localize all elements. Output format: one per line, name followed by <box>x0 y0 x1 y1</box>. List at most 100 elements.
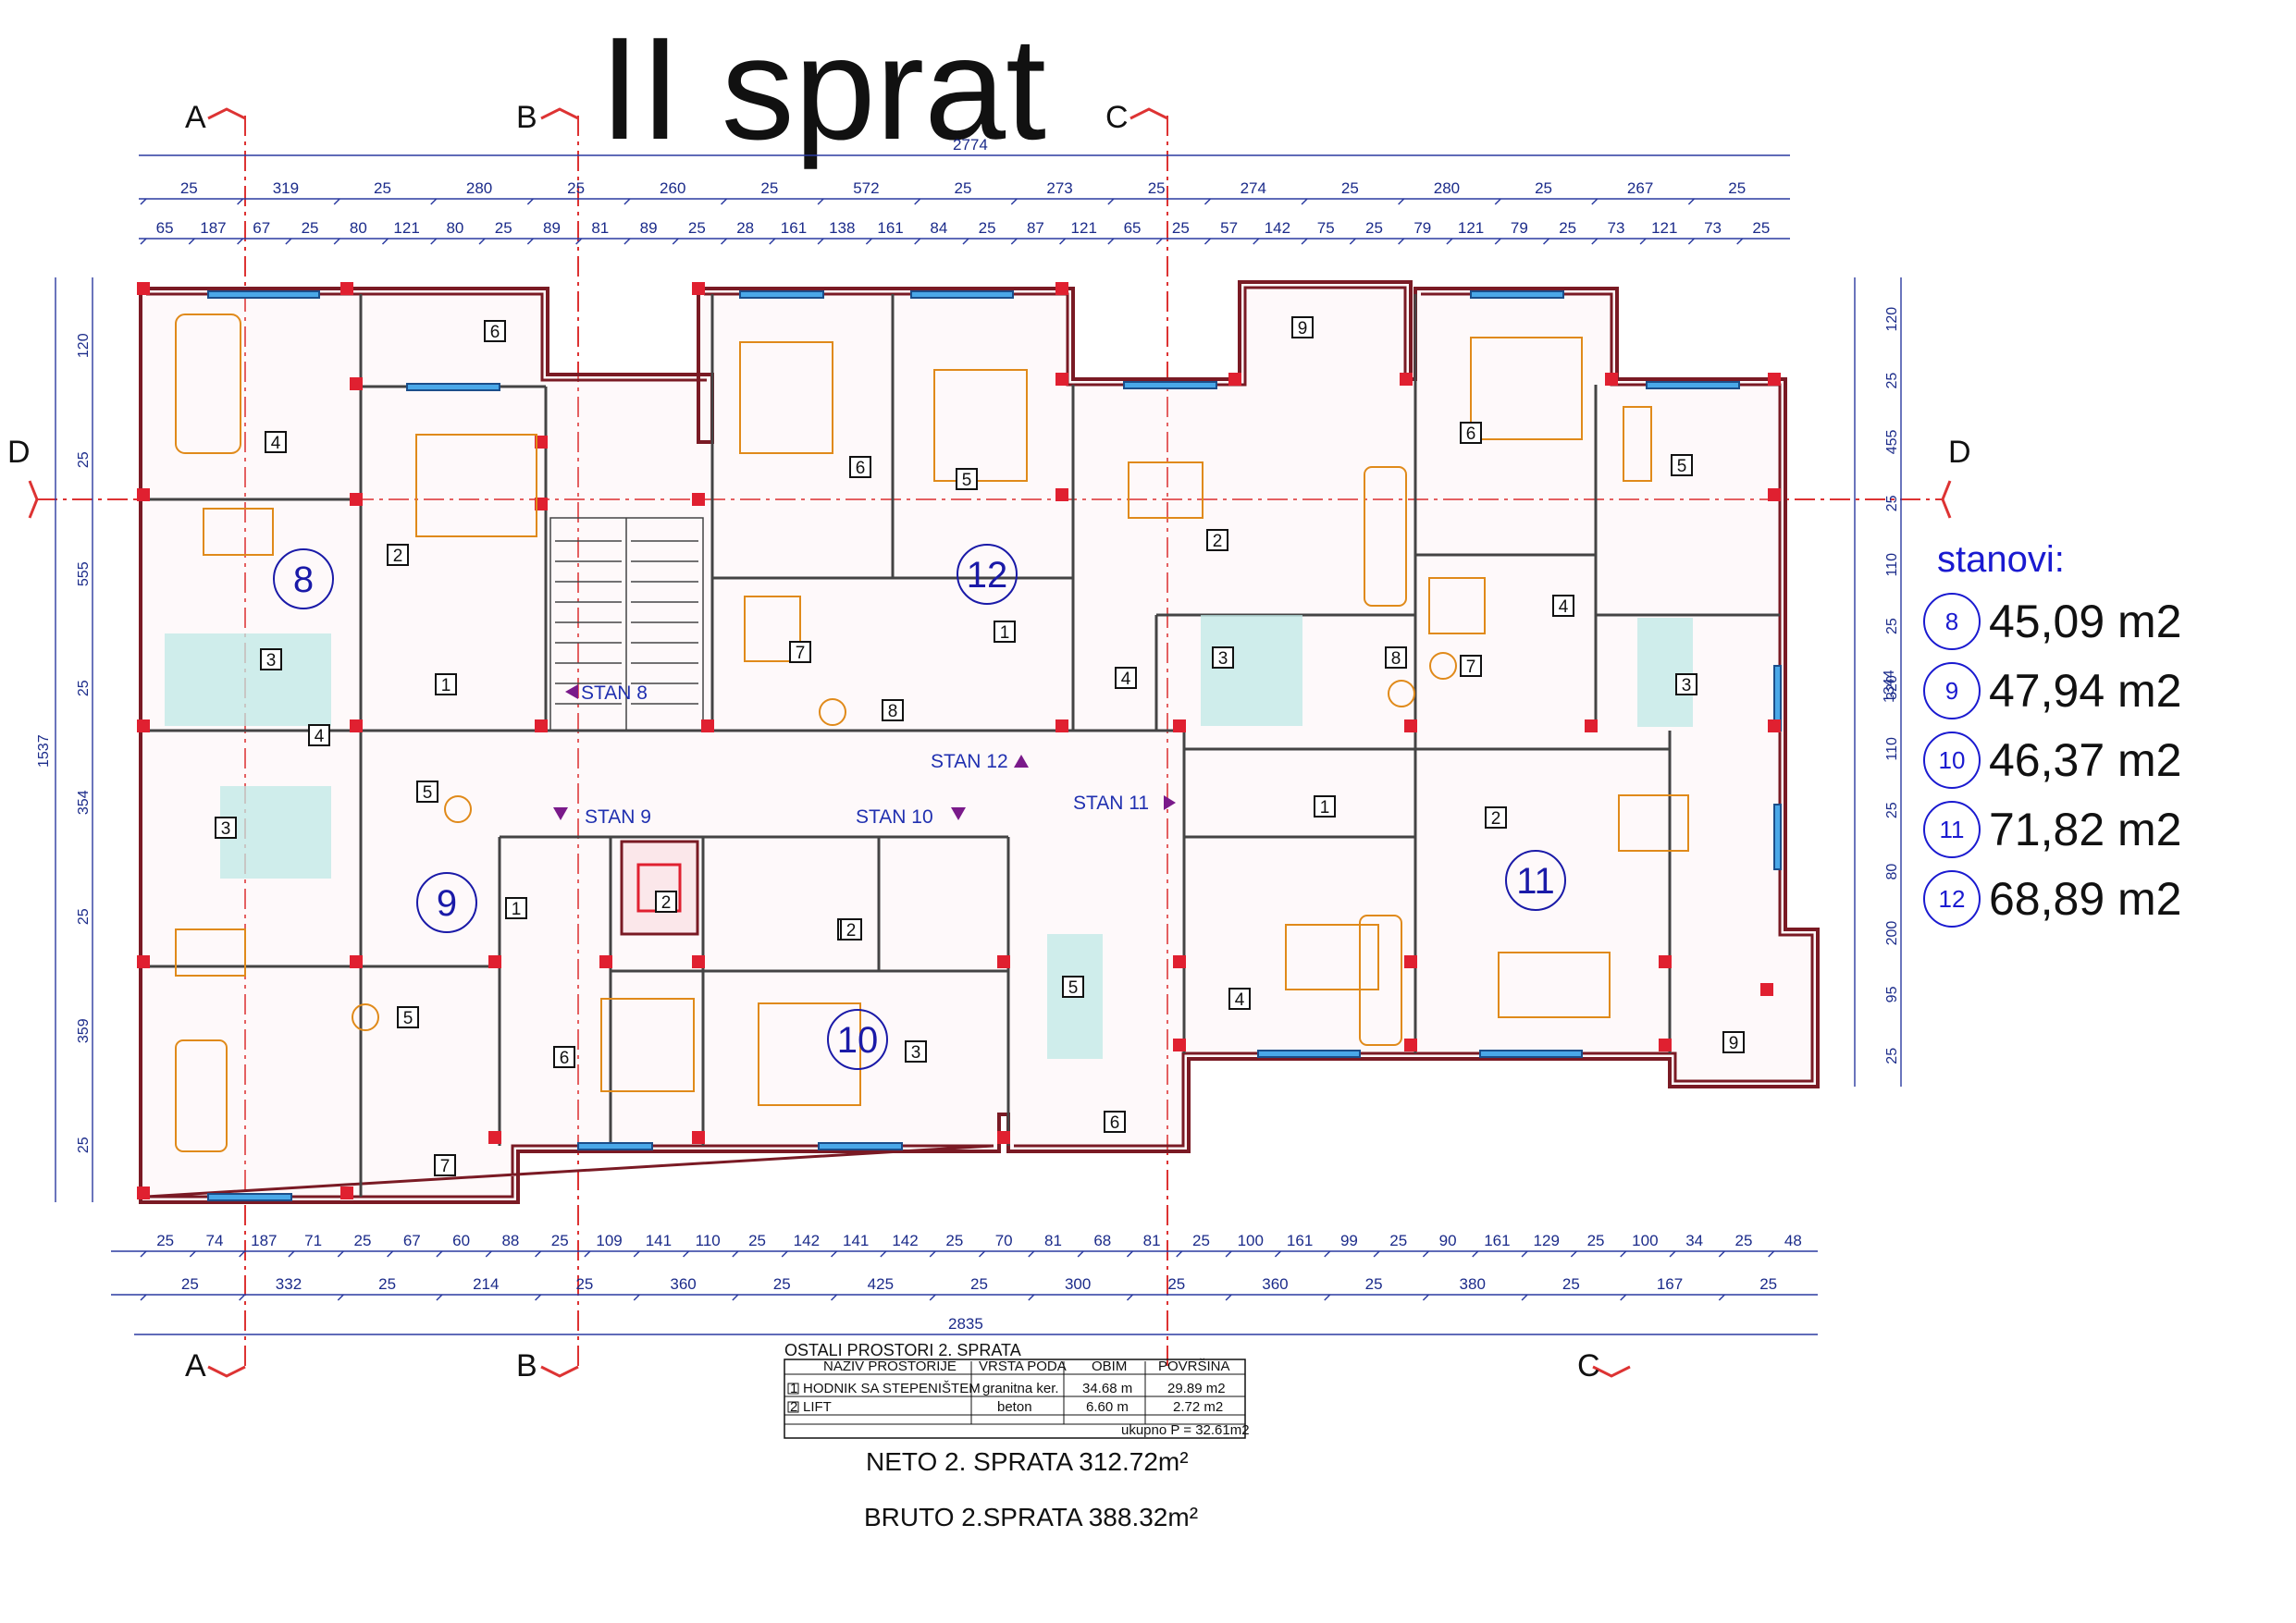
section-label-b-bottom: B <box>516 1348 537 1383</box>
dimension-tick <box>672 238 679 245</box>
column <box>488 1131 501 1144</box>
dimension-value: 79 <box>1413 219 1431 237</box>
table-header-perimeter: OBIM <box>1092 1359 1127 1374</box>
legend-apartment-area: 46,37 m2 <box>1989 734 2181 786</box>
room-number-box <box>265 431 287 453</box>
dimension-value: 99 <box>1340 1232 1358 1249</box>
table-row-1-area: 29.89 m2 <box>1167 1381 1226 1396</box>
room-number: 2 <box>846 921 857 941</box>
dimension-tick <box>830 1294 838 1301</box>
structural-columns <box>137 282 1781 1199</box>
dimension-value: 25 <box>302 219 319 237</box>
room-number-box <box>1671 454 1693 476</box>
dimension-value: 25 <box>1389 1232 1407 1249</box>
dimension-value: 71 <box>304 1232 322 1249</box>
dimension-value: 121 <box>1071 219 1097 237</box>
dimension-value: 84 <box>930 219 947 237</box>
dimension-value: 100 <box>1632 1232 1658 1249</box>
dimension-tick <box>962 238 969 245</box>
room-number: 8 <box>1391 649 1401 669</box>
table-row-1-perimeter: 34.68 m <box>1082 1381 1132 1396</box>
dimension-value: 70 <box>995 1232 1013 1249</box>
dimension-value: 360 <box>1262 1275 1288 1293</box>
column <box>1760 983 1773 996</box>
dimension-tick <box>1542 238 1550 245</box>
dimension-tick <box>188 238 195 245</box>
room-number: 5 <box>1068 978 1079 998</box>
dimension-tick <box>485 1250 492 1258</box>
dimension-tick <box>387 1250 394 1258</box>
room-number-box <box>1212 646 1234 669</box>
section-label-c-bottom: C <box>1577 1348 1600 1383</box>
room-number-box <box>1104 1111 1126 1133</box>
room-number-box <box>789 641 811 663</box>
room-number: 3 <box>266 651 277 670</box>
dimension-value: 73 <box>1608 219 1625 237</box>
apartment-number-8: 8 <box>293 559 314 600</box>
dimension-tick <box>1373 1250 1380 1258</box>
column <box>350 955 363 968</box>
entrance-label-stan-12: STAN 12 <box>931 751 1008 772</box>
room-number: 7 <box>440 1157 451 1176</box>
column <box>137 719 150 732</box>
room-number-box <box>1675 673 1697 695</box>
dimension-tick <box>1591 238 1599 245</box>
dimension-tick <box>337 1294 344 1301</box>
dimension-value: 25 <box>76 451 92 468</box>
column <box>1400 373 1413 386</box>
dimension-tick <box>1126 1250 1134 1258</box>
legend-apartment-number: 11 <box>1940 816 1965 843</box>
dimension-value: 267 <box>1627 179 1653 197</box>
column <box>997 955 1010 968</box>
column <box>692 282 705 295</box>
column <box>340 1187 353 1199</box>
column <box>1055 373 1068 386</box>
dimension-tick <box>1301 238 1308 245</box>
dimension-value: 141 <box>646 1232 672 1249</box>
dimension-tick <box>285 238 292 245</box>
dimension-value: 300 <box>1065 1275 1091 1293</box>
dimension-tick <box>720 238 728 245</box>
entrance-label-stan-11: STAN 11 <box>1073 793 1149 814</box>
dimension-tick <box>1204 198 1212 205</box>
column <box>1605 373 1618 386</box>
dimension-tick <box>430 198 438 205</box>
room-number-box <box>1460 422 1482 444</box>
section-label-b-top: B <box>516 100 537 135</box>
dimension-value: 48 <box>1784 1232 1802 1249</box>
dimension-tick <box>1301 198 1308 205</box>
table-row-2-num: 2 <box>790 1399 797 1415</box>
room-number-box <box>1485 806 1507 829</box>
dimension-value: 25 <box>773 1275 791 1293</box>
room-number: 2 <box>1213 532 1223 551</box>
dimension-lines <box>55 154 1902 1335</box>
dimension-tick <box>1398 238 1405 245</box>
dimension-tick <box>1010 198 1018 205</box>
entrance-markers <box>553 684 1176 820</box>
table-row-2-name: LIFT <box>803 1399 832 1415</box>
dimension-tick <box>1126 1294 1134 1301</box>
room-number-box <box>1460 655 1482 677</box>
dimension-tick <box>526 238 534 245</box>
dimension-value: 57 <box>1220 219 1238 237</box>
column <box>1768 373 1781 386</box>
dimension-value: 110 <box>1884 553 1900 577</box>
section-label-a-top: A <box>185 100 206 135</box>
dimension-tick <box>1028 1294 1035 1301</box>
dimension-tick <box>430 238 438 245</box>
table-row-2-floor: beton <box>997 1399 1032 1415</box>
room-number-box <box>260 648 282 670</box>
room-number-box <box>1115 667 1137 689</box>
dimension-tick <box>865 238 872 245</box>
dimension-value: 110 <box>1884 737 1900 761</box>
dimension-value: 161 <box>1484 1232 1510 1249</box>
dimension-value: 65 <box>1124 219 1142 237</box>
dimension-tick <box>1225 1294 1232 1301</box>
dimension-overall-top: 2774 <box>953 136 988 154</box>
room-number-box <box>849 456 871 478</box>
dimension-tick <box>1422 1250 1429 1258</box>
room-number-box <box>387 544 409 566</box>
dimension-value: 25 <box>1884 373 1900 389</box>
